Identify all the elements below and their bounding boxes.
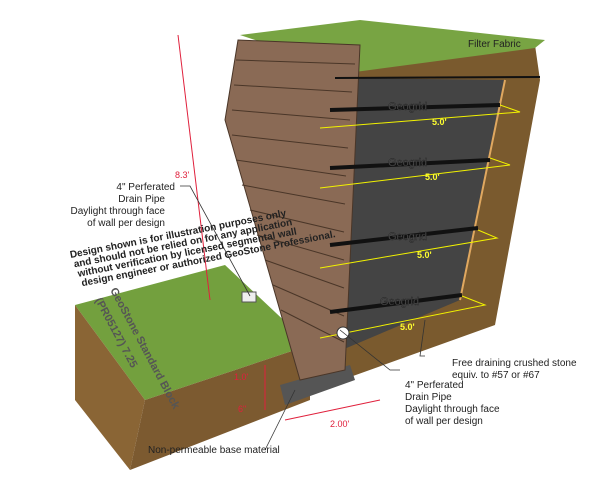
geogrid-label: Geogrid	[388, 157, 427, 169]
lower-drain-pipe-label: 4" Perferated Drain Pipe Daylight throug…	[405, 380, 500, 427]
svg-text:Drain Pipe: Drain Pipe	[405, 392, 452, 403]
base-width-dimension: 2.00'	[330, 419, 350, 429]
svg-text:Daylight through face: Daylight through face	[405, 404, 500, 415]
svg-text:4" Perferated: 4" Perferated	[405, 380, 464, 391]
svg-text:of wall per design: of wall per design	[405, 416, 483, 427]
svg-text:Drain Pipe: Drain Pipe	[118, 194, 165, 205]
svg-text:of wall per design: of wall per design	[87, 218, 165, 229]
gravel-backfill	[330, 78, 505, 355]
geogrid-layers	[329, 103, 501, 314]
upper-drain-pipe-label: 4" Perferated Drain Pipe Daylight throug…	[70, 182, 175, 229]
wall-height-dimension: 8.3'	[175, 170, 190, 180]
svg-text:Daylight through face: Daylight through face	[70, 206, 165, 217]
block-wall	[224, 39, 361, 381]
base-depth-dimension: 6"	[238, 404, 246, 414]
geogrid-label: Geogrid	[388, 231, 427, 243]
embedment-dimension: 1.0'	[234, 372, 249, 382]
grid-length: 5.0'	[425, 172, 440, 182]
svg-text:Free draining crushed stone: Free draining crushed stone	[452, 358, 577, 369]
geogrid-label: Geogrid	[380, 296, 419, 308]
grid-length: 5.0'	[400, 322, 415, 332]
upper-drain-pipe	[241, 291, 257, 303]
block-courses	[231, 59, 356, 343]
svg-text:equiv. to #57 or #67: equiv. to #57 or #67	[452, 370, 540, 381]
lower-drain-pipe	[336, 326, 350, 340]
filter-fabric-label: Filter Fabric	[468, 39, 521, 50]
leveling-base	[280, 365, 355, 405]
base-material-label: Non-permeable base material	[148, 445, 280, 456]
geogrid-label: Geogrid	[388, 101, 427, 113]
front-soil-left	[75, 305, 145, 470]
svg-text:4" Perferated: 4" Perferated	[116, 182, 175, 193]
grid-length: 5.0'	[417, 250, 432, 260]
crushed-stone-label: Free draining crushed stone equiv. to #5…	[452, 358, 577, 381]
grid-length: 5.0'	[432, 117, 447, 127]
